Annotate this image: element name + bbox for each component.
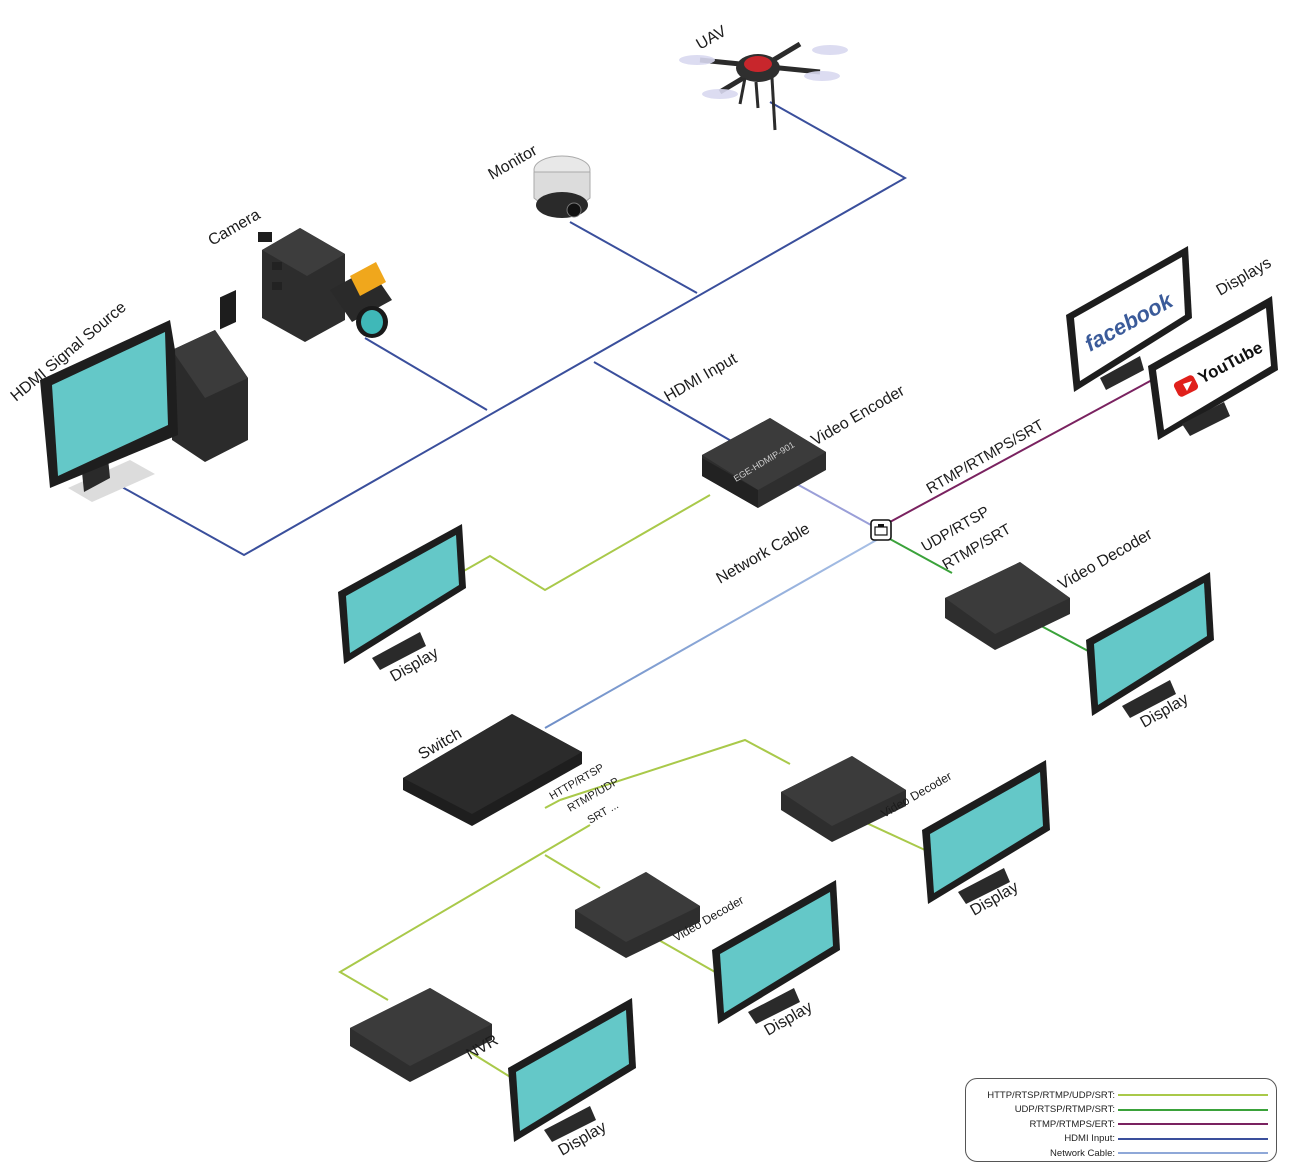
hdmi-input-lines <box>121 101 908 557</box>
network-jack-icon <box>870 519 892 541</box>
legend-label: UDP/RTSP/RTMP/SRT: <box>1014 1104 1115 1116</box>
legend-line <box>1118 1094 1268 1097</box>
video-decoder-center <box>575 872 700 958</box>
uav-icon <box>679 41 848 131</box>
label-network-cable: Network Cable <box>714 520 813 587</box>
legend-line <box>1118 1123 1268 1126</box>
rtmp-line <box>887 379 1153 524</box>
legend-row: UDP/RTSP/RTMP/SRT: <box>974 1103 1268 1118</box>
legend-label: RTMP/RTMPS/ERT: <box>1029 1118 1115 1130</box>
legend-row: RTMP/RTMPS/ERT: <box>974 1117 1268 1132</box>
legend-line <box>1118 1137 1268 1140</box>
legend-row: Network Cable: <box>974 1146 1268 1161</box>
video-decoder-mid-right <box>781 756 906 842</box>
video-encoder-device <box>702 418 826 508</box>
youtube-display <box>1148 296 1278 440</box>
label-uav: UAV <box>694 23 730 54</box>
network-cable-lines <box>544 482 881 729</box>
label-camera: Camera <box>206 206 264 249</box>
legend-row: HDMI Input: <box>974 1132 1268 1147</box>
label-video-encoder: Video Encoder <box>809 382 909 449</box>
dome-camera-icon <box>533 155 591 218</box>
http-lines <box>338 494 926 1079</box>
legend-row: HTTP/RTSP/RTMP/UDP/SRT: <box>974 1088 1268 1103</box>
legend-label: HDMI Input: <box>1064 1133 1115 1145</box>
legend-box: HTTP/RTSP/RTMP/UDP/SRT: UDP/RTSP/RTMP/SR… <box>965 1078 1277 1162</box>
network-switch-device <box>403 714 582 826</box>
display-lower-right <box>922 760 1050 904</box>
video-decoder-right <box>945 562 1070 650</box>
label-monitor: Monitor <box>486 142 541 184</box>
label-displays-top: Displays <box>1214 255 1275 300</box>
display-right-mid <box>1086 572 1214 718</box>
legend-line <box>1118 1152 1268 1155</box>
display-bottom <box>508 998 636 1142</box>
legend-line <box>1118 1108 1268 1111</box>
udp-line <box>887 537 953 574</box>
diagram-labels: UAV Monitor Camera HDMI Signal Source HD… <box>8 23 1275 1160</box>
label-rtmp-protocols: RTMP/RTMPS/SRT <box>924 416 1047 497</box>
label-hdmi-input: HDMI Input <box>662 350 741 405</box>
legend-label: HTTP/RTSP/RTMP/UDP/SRT: <box>987 1089 1115 1101</box>
pc-computer-icon <box>40 289 248 502</box>
display-left-mid <box>338 524 466 670</box>
display-center-lower <box>712 880 840 1024</box>
nvr-device <box>350 988 492 1082</box>
label-video-decoder-right: Video Decoder <box>1056 526 1156 594</box>
camcorder-icon <box>258 228 392 342</box>
legend-label: Network Cable: <box>1050 1147 1115 1159</box>
facebook-display <box>1066 246 1192 392</box>
